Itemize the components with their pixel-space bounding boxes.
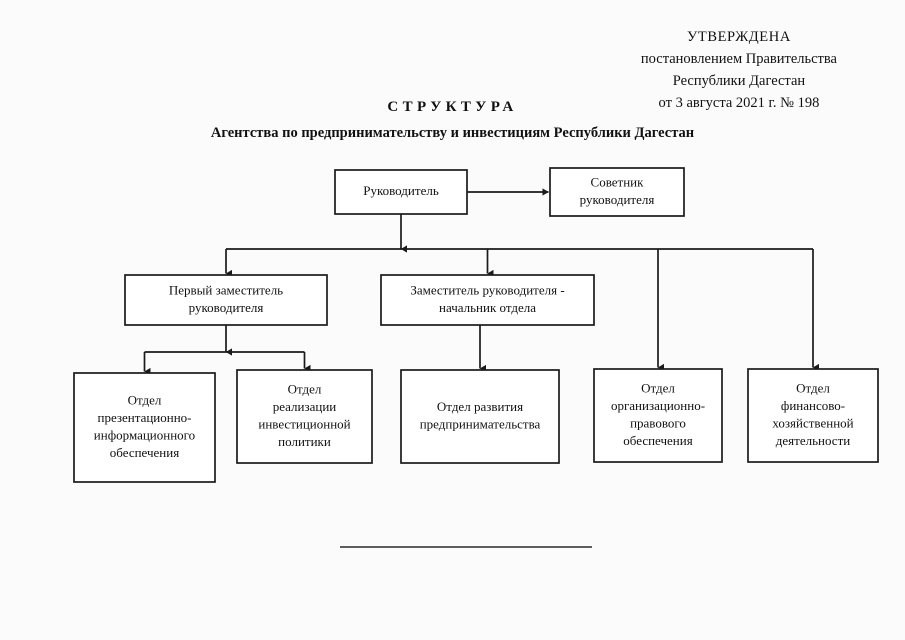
node-label-deputy-dept-chief: Заместитель руководителя -начальник отде… — [410, 282, 564, 315]
page-title: СТРУКТУРА Агентства по предпринимательст… — [0, 99, 905, 142]
node-box-dept-finance — [747, 368, 879, 463]
node-label-head: Руководитель — [363, 183, 439, 198]
org-node-deputy-dept-chief[interactable]: Заместитель руководителя -начальник отде… — [380, 274, 595, 326]
approval-block: УТВЕРЖДЕНА постановлением Правительства … — [641, 26, 837, 114]
node-box-dept-legal — [593, 368, 723, 463]
approval-line-2: постановлением Правительства — [640, 51, 837, 68]
node-box-head — [334, 169, 468, 215]
page-title-main: СТРУКТУРА — [387, 99, 518, 115]
approval-line-3: Республики Дагестан — [672, 73, 806, 90]
node-box-first-deputy — [124, 274, 328, 326]
node-box-dept-entrepreneurship — [400, 369, 560, 464]
node-box-advisor — [549, 167, 685, 217]
approval-heading: УТВЕРЖДЕНА — [687, 29, 791, 45]
org-node-head[interactable]: Руководитель — [334, 169, 468, 215]
node-box-dept-investment — [236, 369, 373, 464]
page-title-subtitle: Агентства по предпринимательству и инвес… — [210, 125, 695, 141]
node-box-dept-presentation — [73, 372, 216, 483]
approval-line-4: от 3 августа 2021 г. № 198 — [658, 95, 820, 112]
node-box-deputy-dept-chief — [380, 274, 595, 326]
connector-layer — [143, 188, 819, 376]
